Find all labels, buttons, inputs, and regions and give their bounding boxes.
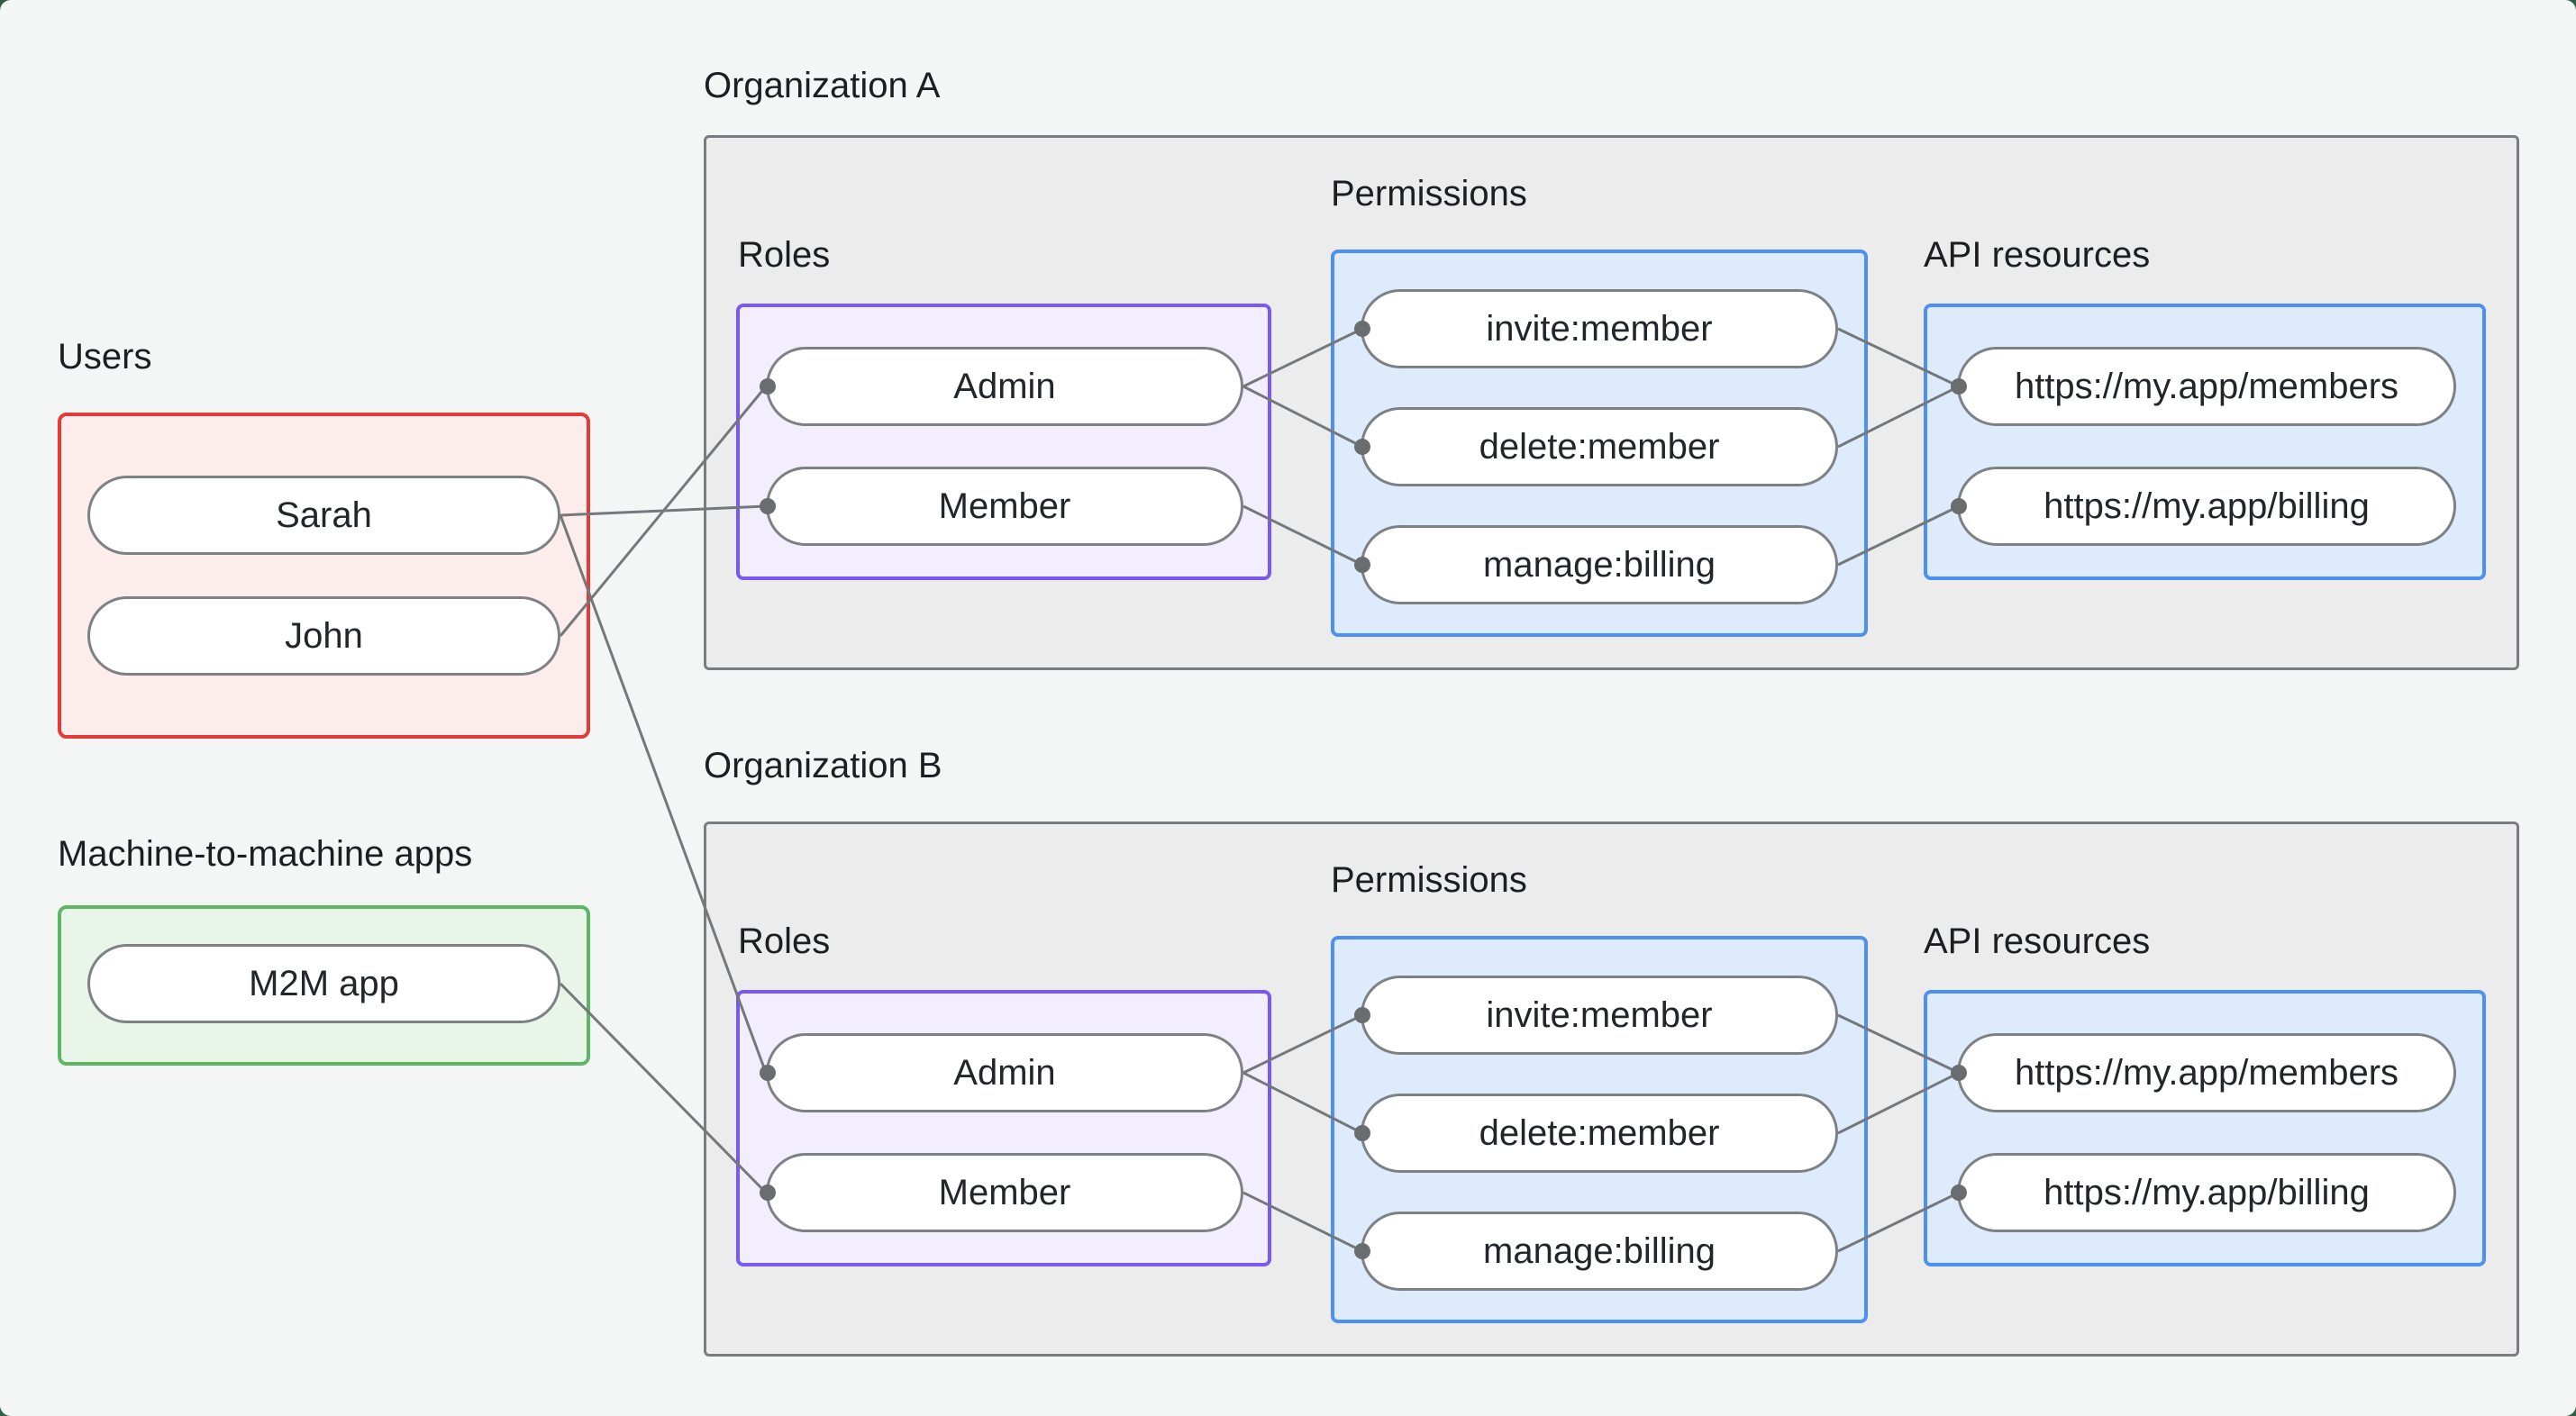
org-b-resource-billing: https://my.app/billing (1957, 1153, 2456, 1232)
org-a-resource-billing: https://my.app/billing (1957, 467, 2456, 546)
org-b-label: Organization B (704, 746, 942, 785)
user-node-john: John (87, 596, 560, 676)
org-b-api-resources-label: API resources (1924, 921, 2151, 961)
org-b-permission-delete-member: delete:member (1361, 1094, 1838, 1173)
org-a-permission-delete-member: delete:member (1361, 407, 1838, 486)
org-b-permission-manage-billing: manage:billing (1361, 1212, 1838, 1291)
org-a-role-member: Member (766, 467, 1243, 546)
org-a-role-admin: Admin (766, 347, 1243, 426)
org-a-label: Organization A (704, 66, 941, 105)
org-a-permission-invite-member: invite:member (1361, 289, 1838, 368)
org-a-permissions-label: Permissions (1331, 174, 1527, 213)
org-b-roles-label: Roles (738, 921, 831, 961)
org-a-api-resources-label: API resources (1924, 235, 2151, 275)
users-group-label: Users (58, 337, 152, 377)
m2m-group-label: Machine-to-machine apps (58, 834, 473, 874)
org-a-permission-manage-billing: manage:billing (1361, 525, 1838, 604)
org-b-role-member: Member (766, 1153, 1243, 1232)
org-a-roles-label: Roles (738, 235, 831, 275)
org-b-permissions-label: Permissions (1331, 860, 1527, 900)
m2m-app-node: M2M app (87, 944, 560, 1023)
org-b-permission-invite-member: invite:member (1361, 976, 1838, 1055)
user-node-sarah: Sarah (87, 476, 560, 555)
users-group-box (58, 413, 590, 739)
org-b-resource-members: https://my.app/members (1957, 1033, 2456, 1112)
org-b-role-admin: Admin (766, 1033, 1243, 1112)
org-a-resource-members: https://my.app/members (1957, 347, 2456, 426)
